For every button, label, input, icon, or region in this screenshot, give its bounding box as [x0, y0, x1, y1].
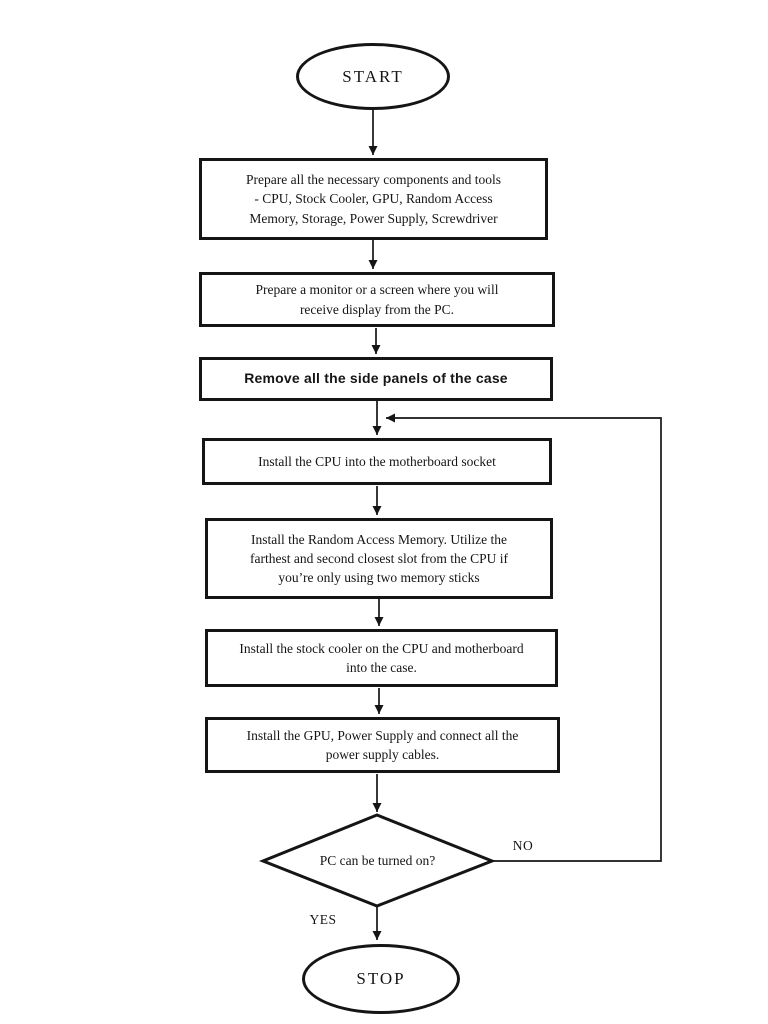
decision-yes-label: YES — [309, 912, 337, 927]
step-prepare-monitor: Prepare a monitor or a screen where you … — [199, 272, 555, 327]
step-install-ram: Install the Random Access Memory. Utiliz… — [205, 518, 553, 599]
stop-terminal: STOP — [302, 944, 460, 1014]
start-terminal: START — [296, 43, 450, 110]
step-install-cpu: Install the CPU into the motherboard soc… — [202, 438, 552, 485]
step-prepare-components: Prepare all the necessary components and… — [199, 158, 548, 240]
decision-no-label: NO — [512, 838, 534, 853]
decision-diamond-shape — [258, 813, 497, 908]
edge-decision-no-loop — [386, 413, 662, 862]
step-remove-side-panels: Remove all the side panels of the case — [199, 357, 553, 401]
decision-label: PC can be turned on? — [319, 852, 436, 868]
step-install-gpu-psu: Install the GPU, Power Supply and connec… — [205, 717, 560, 773]
step-install-cooler: Install the stock cooler on the CPU and … — [205, 629, 558, 687]
